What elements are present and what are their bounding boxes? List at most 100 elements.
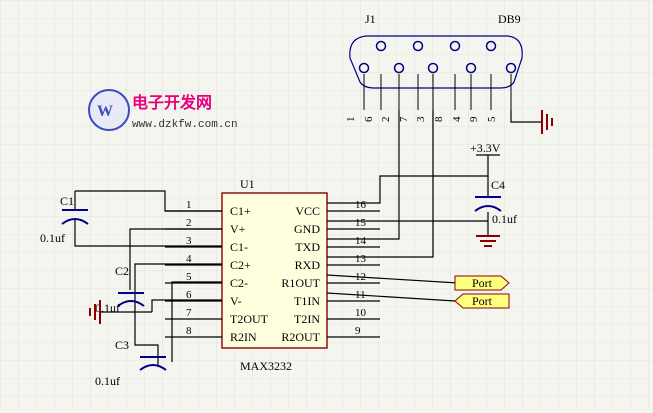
ic-pin-name: V+ [230, 222, 246, 236]
db9-pin-number: 6 [363, 116, 375, 122]
ic-pin-number: 7 [186, 307, 192, 319]
db9-pin-number: 3 [415, 116, 427, 122]
ic-pin-name: T2OUT [230, 312, 269, 326]
wires [74, 110, 542, 367]
ic-pin-number: 8 [186, 325, 192, 337]
wire-txd [327, 110, 400, 240]
db9-contact [505, 62, 517, 74]
ic-pin-name: R2IN [230, 330, 257, 344]
logo-w-glyph-icon: W [97, 103, 113, 120]
wire-db9-gnd [510, 110, 542, 123]
cap-c2: C2 0.1uf [95, 264, 145, 315]
port-r1out-label: Port [472, 276, 493, 290]
ic-ref: U1 [240, 177, 255, 191]
db9-pin-number: 1 [345, 117, 357, 123]
c4-ref: C4 [491, 178, 505, 192]
ic-pin-number: 6 [186, 289, 192, 301]
logo-url: www.dzkfw.com.cn [132, 119, 238, 131]
c2-ref: C2 [115, 264, 129, 278]
ground-c2-icon [89, 300, 101, 324]
db9-contact [375, 40, 387, 52]
ic-pin-name: VCC [295, 204, 320, 218]
ic-pin-number: 4 [186, 253, 192, 265]
c2-value: 0.1uf [95, 301, 120, 315]
wire-t1in [326, 292, 456, 302]
power-supply: +3.3V [470, 141, 501, 156]
ic-pin-name: RXD [295, 258, 321, 272]
ground-c4-icon [476, 235, 500, 247]
ic-pin-number: 14 [355, 235, 367, 247]
ic-body [221, 192, 328, 349]
c3-ref: C3 [115, 338, 129, 352]
ic-pin-name: GND [294, 222, 320, 236]
ic-u1: U1 MAX3232 1 C1+ 2 V+ 3 C1- 4 C2+ 5 C2- 6 V- 7 T2OUT 8… [165, 177, 380, 373]
ground-db9-icon [541, 110, 553, 134]
ic-pin-number: 3 [186, 235, 192, 247]
ic-right-pins: 16VCC15GND14TXD13RXD12R1OUT11T1IN10T2IN9… [281, 199, 380, 344]
c4-value: 0.1uf [492, 212, 517, 226]
db9-contact [427, 62, 439, 74]
ic-pin-number: 13 [355, 253, 367, 265]
wire-r1out [326, 274, 459, 284]
c1-ref: C1 [60, 194, 74, 208]
db9-pin-number: 9 [468, 116, 480, 122]
ic-pin-name: R1OUT [281, 276, 320, 290]
ic-pin-name: T1IN [294, 294, 320, 308]
db9-pin-number: 4 [451, 116, 463, 122]
logo-emblem-icon [88, 89, 130, 131]
connector-ref: J1 [365, 12, 376, 26]
ic-pin-number: 10 [355, 307, 367, 319]
db9-contact [449, 40, 461, 52]
db9-pin-number: 5 [486, 116, 498, 122]
ic-pin-name: V- [230, 294, 242, 308]
ic-pin-name: C2+ [230, 258, 251, 272]
ic-pin-name: C1- [230, 240, 248, 254]
db9-contact [485, 40, 497, 52]
cap-c1: C1 0.1uf [40, 194, 89, 245]
port-t1in: Port [454, 293, 510, 309]
ic-pin-name: R2OUT [281, 330, 320, 344]
db9-contact [393, 62, 405, 74]
c1-value: 0.1uf [40, 231, 65, 245]
wire-rxd [327, 110, 434, 258]
supply-label: +3.3V [470, 141, 501, 155]
db9-pin-number: 7 [398, 116, 410, 122]
ic-pin-name: C2- [230, 276, 248, 290]
ic-pin-number: 9 [355, 325, 361, 337]
ic-pin-number: 5 [186, 271, 192, 283]
site-logo: W 电子开发网 www.dzkfw.com.cn [88, 89, 238, 131]
db9-contact [358, 62, 370, 74]
ic-pin-number: 15 [355, 217, 367, 229]
wire-c1-minus [74, 220, 222, 247]
wire-vminus [151, 299, 222, 312]
db9-pin-number: 8 [433, 116, 445, 122]
port-r1out: Port [454, 275, 510, 291]
wire-c2minus [171, 281, 222, 362]
cap-c3: C3 0.1uf [95, 338, 167, 388]
ic-pin-number: 1 [186, 199, 192, 211]
wire-vplus [129, 228, 222, 290]
wire-c2plus [134, 263, 222, 367]
connector-type: DB9 [498, 12, 521, 26]
wire-c1-plus [75, 190, 222, 212]
ic-pin-number: 2 [186, 217, 192, 229]
ic-pin-number: 16 [355, 199, 367, 211]
db9-contact [412, 40, 424, 52]
logo-text: 电子开发网 [132, 93, 212, 112]
c3-value: 0.1uf [95, 374, 120, 388]
ic-pin-name: C1+ [230, 204, 251, 218]
wire-vcc [327, 155, 489, 204]
ic-pin-name: T2IN [294, 312, 320, 326]
cap-c4: C4 0.1uf [474, 178, 517, 226]
ic-part: MAX3232 [240, 359, 292, 373]
port-t1in-label: Port [472, 294, 493, 308]
db9-shell [349, 35, 523, 89]
db9-contact [465, 62, 477, 74]
db9-pin-number: 2 [380, 117, 392, 123]
ic-pin-name: TXD [295, 240, 320, 254]
ic-left-pins: 1 C1+ 2 V+ 3 C1- 4 C2+ 5 C2- 6 V- 7 T2OUT 8 R2IN [165, 199, 269, 344]
